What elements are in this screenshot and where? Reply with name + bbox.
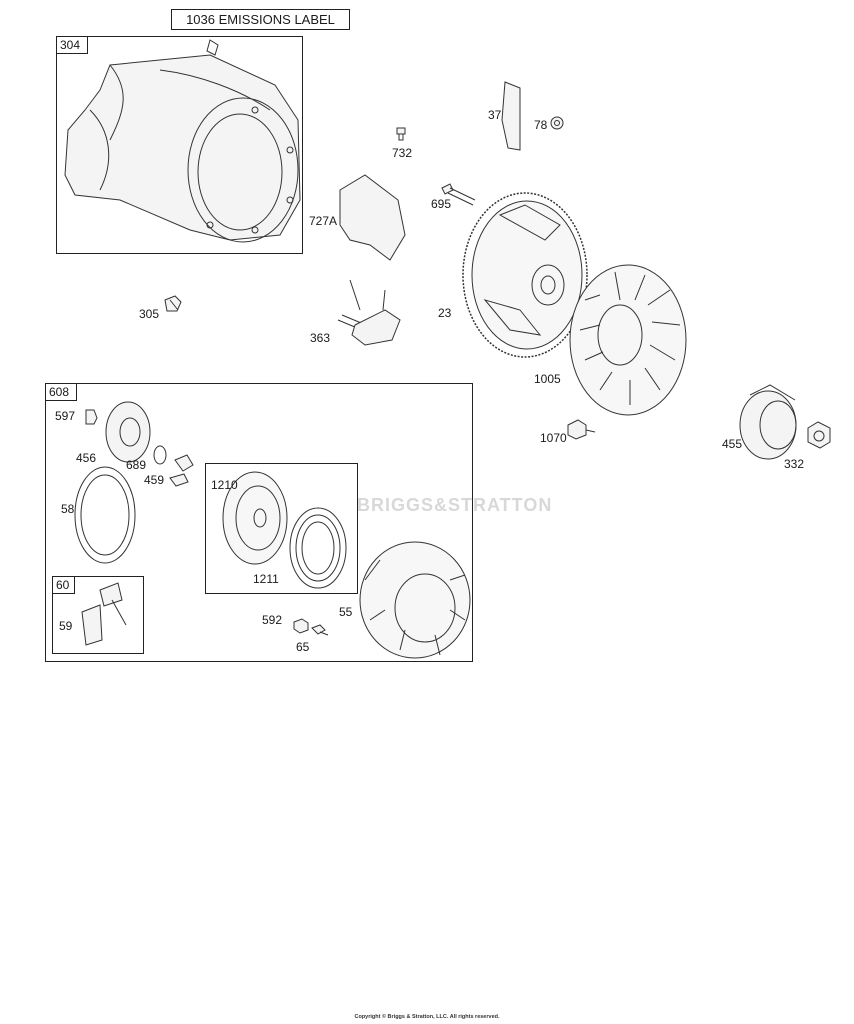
cup-456-drawing [105,401,151,463]
group-60-tag: 60 [52,576,75,594]
bracket-drawing [501,81,521,151]
group-304-tag: 304 [56,36,88,54]
flywheel-drawing [462,192,588,358]
part-78-label: 78 [534,118,548,132]
part-459-label: 459 [144,473,165,487]
group-608-box [45,383,473,662]
part-1210-label: 1210 [211,478,238,492]
nut-332-drawing [807,421,831,449]
emissions-label-callout: 1036 EMISSIONS LABEL [171,9,350,30]
part-732-label: 732 [392,146,413,160]
bolt-1070-drawing [567,419,596,440]
part-59-label: 59 [59,619,73,633]
part-23-label: 23 [438,306,452,320]
part-695-label: 695 [431,197,452,211]
part-55-label: 55 [339,605,353,619]
spring-58-drawing [74,466,136,564]
part-689-label: 689 [126,458,147,472]
rope-1211-drawing [289,507,347,589]
part-65-label: 65 [296,640,310,654]
screw-597-drawing [85,409,98,425]
part-1070-label: 1070 [540,431,567,445]
fan-drawing [569,264,687,416]
screw-732-drawing [396,127,406,141]
subgroup-recoil-box [205,463,358,594]
briggs-stratton-watermark-logo: BRIGGS&STRATTON [357,495,553,515]
part-727A-label: 727A [309,214,338,228]
part-58-label: 58 [61,502,75,516]
group-60-box [52,576,144,654]
pulley-1210-drawing [222,471,288,565]
copyright-notice: Copyright © Briggs & Stratton, LLC. All … [354,1014,500,1020]
part-305-label: 305 [139,307,160,321]
nut-592-drawing [293,618,309,634]
screw-65-drawing [311,624,329,636]
part-363-label: 363 [310,331,331,345]
part-1005-label: 1005 [534,372,561,386]
screw-305-drawing [164,295,182,312]
handle-59-drawing [81,582,127,646]
part-37-label: 37 [488,108,502,122]
bolt-695-drawing [441,183,476,206]
part-455-label: 455 [722,437,743,451]
part-1211-label: 1211 [253,572,279,586]
nut-78-drawing [550,116,564,130]
ring-689-drawing [153,445,167,465]
brake-assembly-drawing [337,279,401,346]
group-608-tag: 608 [45,383,77,401]
group-304-box [56,36,303,254]
part-456-label: 456 [76,451,97,465]
part-592-label: 592 [262,613,283,627]
cup-drawing [739,384,797,460]
blower-housing-drawing [64,39,301,243]
pawl-459-drawing [169,454,194,487]
part-332-label: 332 [784,457,805,471]
shield-drawing [339,174,406,261]
starter-housing-55-drawing [359,541,471,659]
part-597-label: 597 [55,409,76,423]
